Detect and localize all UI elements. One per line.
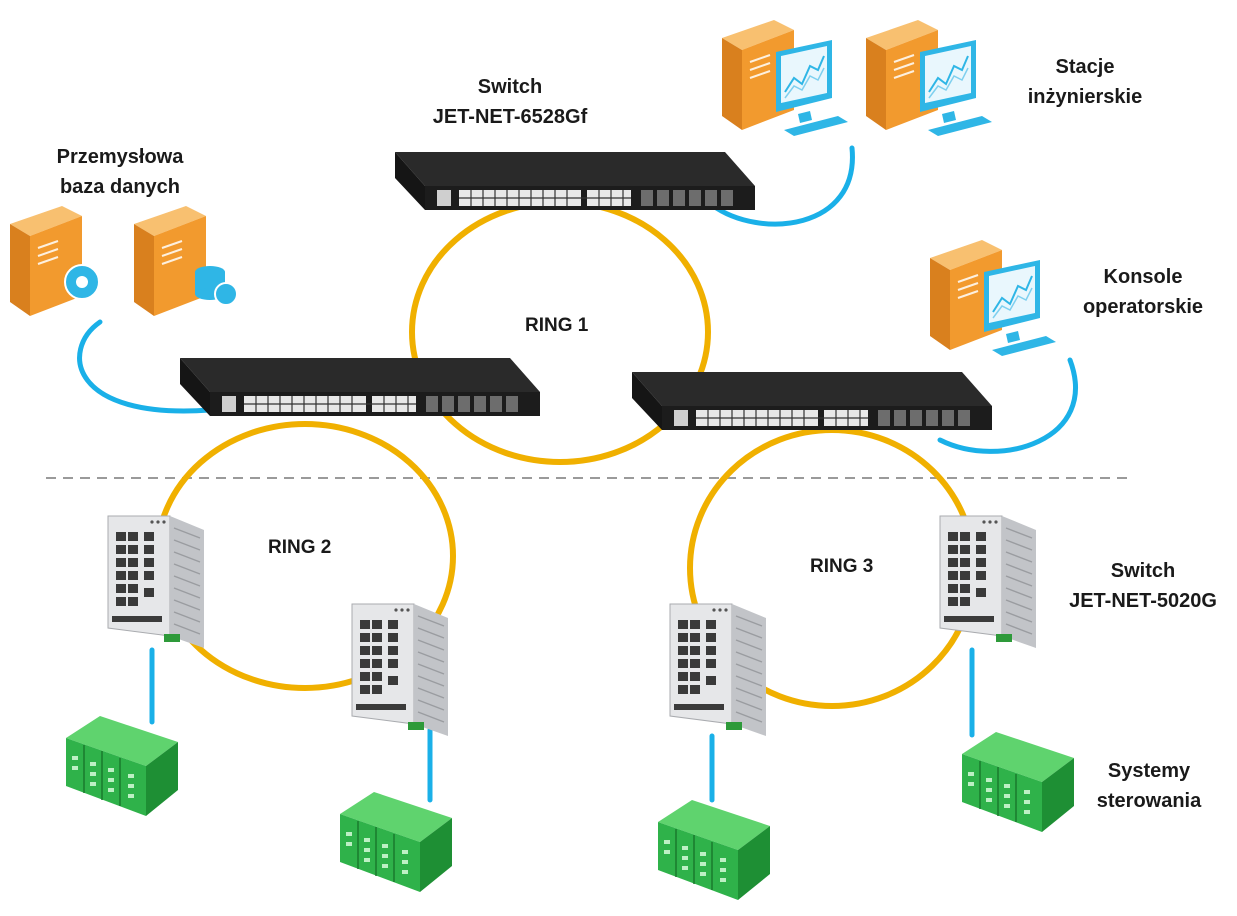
plc-controller-icon: [961, 731, 1075, 833]
label-edge-switch-line1: Switch: [1110, 560, 1176, 582]
label-edge-switch-line2: JET-NET-5020G: [1069, 590, 1217, 612]
din-rail-switch-icon: [939, 515, 1037, 649]
label-operator-line2: operatorskie: [1082, 296, 1204, 318]
label-control: Systemy sterowania: [1074, 756, 1224, 816]
plc-controller-icon: [65, 715, 179, 817]
label-core-switch: Switch JET-NET-6528Gf: [410, 72, 610, 132]
plc-controller-icon: [657, 799, 771, 901]
link-engineering: [709, 145, 855, 227]
label-engineering-line2: inżynierskie: [1027, 86, 1143, 108]
device-links: [77, 145, 1078, 803]
server-database-icon: [133, 205, 238, 317]
link-operator: [937, 357, 1078, 454]
workstation-icon: [721, 19, 849, 137]
din-rail-switch-icon: [107, 515, 205, 649]
server-gear-icon: [9, 205, 100, 317]
din-rail-switch-icon: [351, 603, 449, 737]
link-database: [77, 319, 213, 414]
label-operator: Konsole operatorskie: [1058, 262, 1228, 322]
workstation-icon: [865, 19, 993, 137]
label-core-switch-line1: Switch: [477, 76, 543, 98]
workstation-icon: [929, 239, 1057, 357]
label-core-switch-line2: JET-NET-6528Gf: [432, 106, 588, 128]
rack-switch-icon: [631, 371, 993, 431]
ring3-label: RING 3: [810, 556, 874, 577]
label-engineering: Stacje inżynierskie: [1000, 52, 1170, 112]
rack-switch-icon: [179, 357, 541, 417]
label-control-line2: sterowania: [1096, 790, 1202, 812]
label-database-line1: Przemysłowa: [56, 146, 184, 168]
ring1-label: RING 1: [525, 315, 589, 336]
ring2-label: RING 2: [268, 537, 332, 558]
label-engineering-line1: Stacje: [1055, 56, 1115, 78]
label-database: Przemysłowa baza danych: [20, 142, 220, 202]
label-control-line1: Systemy: [1107, 760, 1191, 782]
rack-switch-icon: [394, 151, 756, 211]
label-operator-line1: Konsole: [1103, 266, 1183, 288]
label-edge-switch: Switch JET-NET-5020G: [1058, 556, 1228, 616]
din-rail-switch-icon: [669, 603, 767, 737]
plc-controller-icon: [339, 791, 453, 893]
label-database-line2: baza danych: [59, 176, 181, 198]
